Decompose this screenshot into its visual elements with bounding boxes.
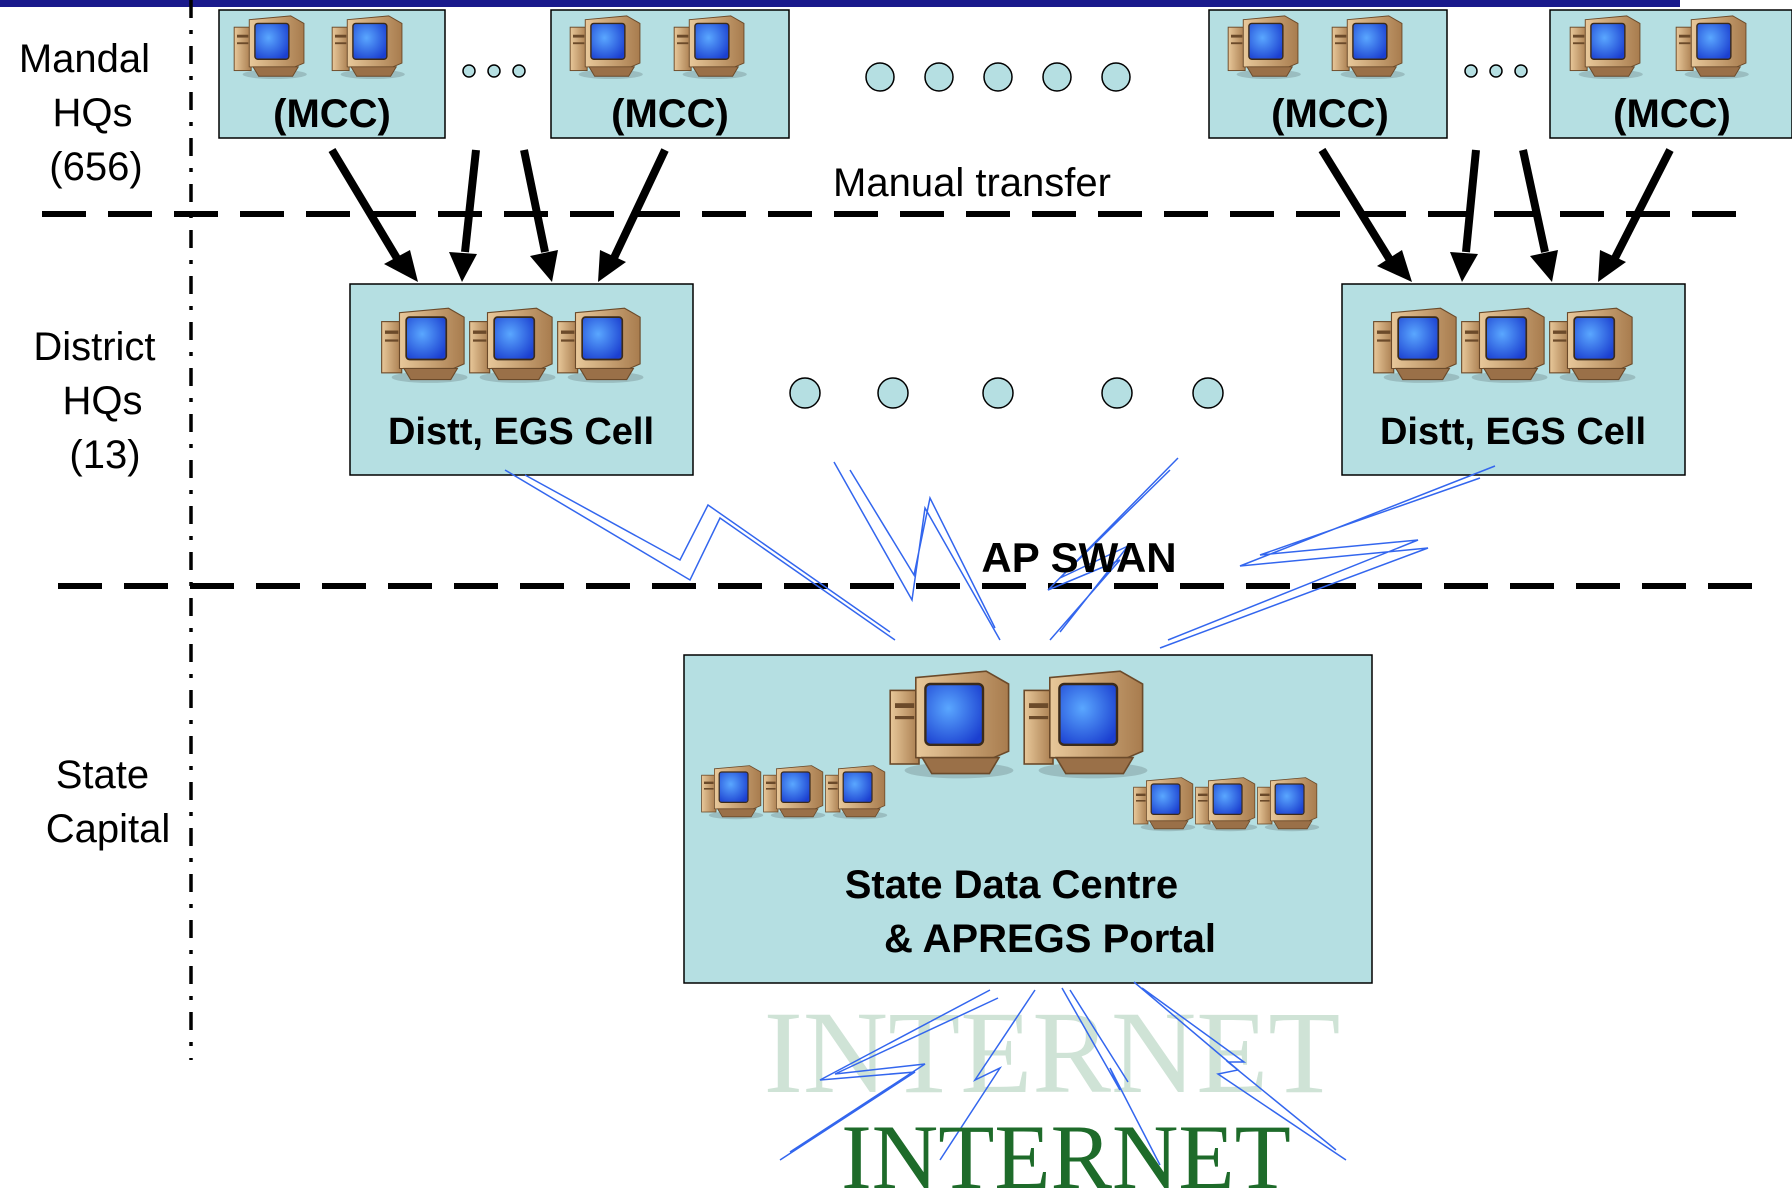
internet-label: INTERNET xyxy=(841,1106,1291,1193)
manual-transfer-label: Manual transfer xyxy=(833,161,1111,205)
lightning-link-icon xyxy=(779,981,1347,1166)
ellipsis-dots-icon xyxy=(789,377,1224,409)
district-box-2: Distt, EGS Cell xyxy=(1341,283,1686,476)
district-box-1: Distt, EGS Cell xyxy=(349,283,694,476)
state-tier-label: State Capital xyxy=(46,753,171,851)
network-label: AP SWAN xyxy=(981,534,1176,581)
mandal-tier-label: Mandal HQs (656) xyxy=(19,37,161,189)
svg-text:(MCC): (MCC) xyxy=(1613,92,1731,136)
svg-text:(MCC): (MCC) xyxy=(1271,92,1389,136)
mcc-box-3: (MCC) xyxy=(1208,9,1448,139)
ellipsis-dots-icon xyxy=(462,64,1528,78)
arrow-icon xyxy=(1318,147,1674,282)
mcc-box-4: (MCC) xyxy=(1549,9,1792,139)
mcc-box-2: (MCC) xyxy=(550,9,790,139)
internet-shadow-label: INTERNET xyxy=(764,987,1341,1118)
lightning-link-icon xyxy=(504,457,1496,649)
svg-text:(MCC): (MCC) xyxy=(273,92,391,136)
mcc-box-1: (MCC) xyxy=(218,9,446,139)
state-data-centre-box: State Data Centre & APREGS Portal xyxy=(683,654,1373,984)
svg-text:State Data Centre & APRE: State Data Centre & APREGS Portal xyxy=(845,863,1216,961)
header-bar xyxy=(0,0,1680,7)
svg-text:Distt, EGS Cell: Distt, EGS Cell xyxy=(388,411,654,453)
ellipsis-dots-icon xyxy=(865,62,1131,92)
arrow-icon xyxy=(328,147,669,282)
svg-text:Distt, EGS Cell: Distt, EGS Cell xyxy=(1380,411,1646,453)
svg-text:(MCC): (MCC) xyxy=(611,92,729,136)
district-tier-label: District HQs (13) xyxy=(33,325,166,477)
